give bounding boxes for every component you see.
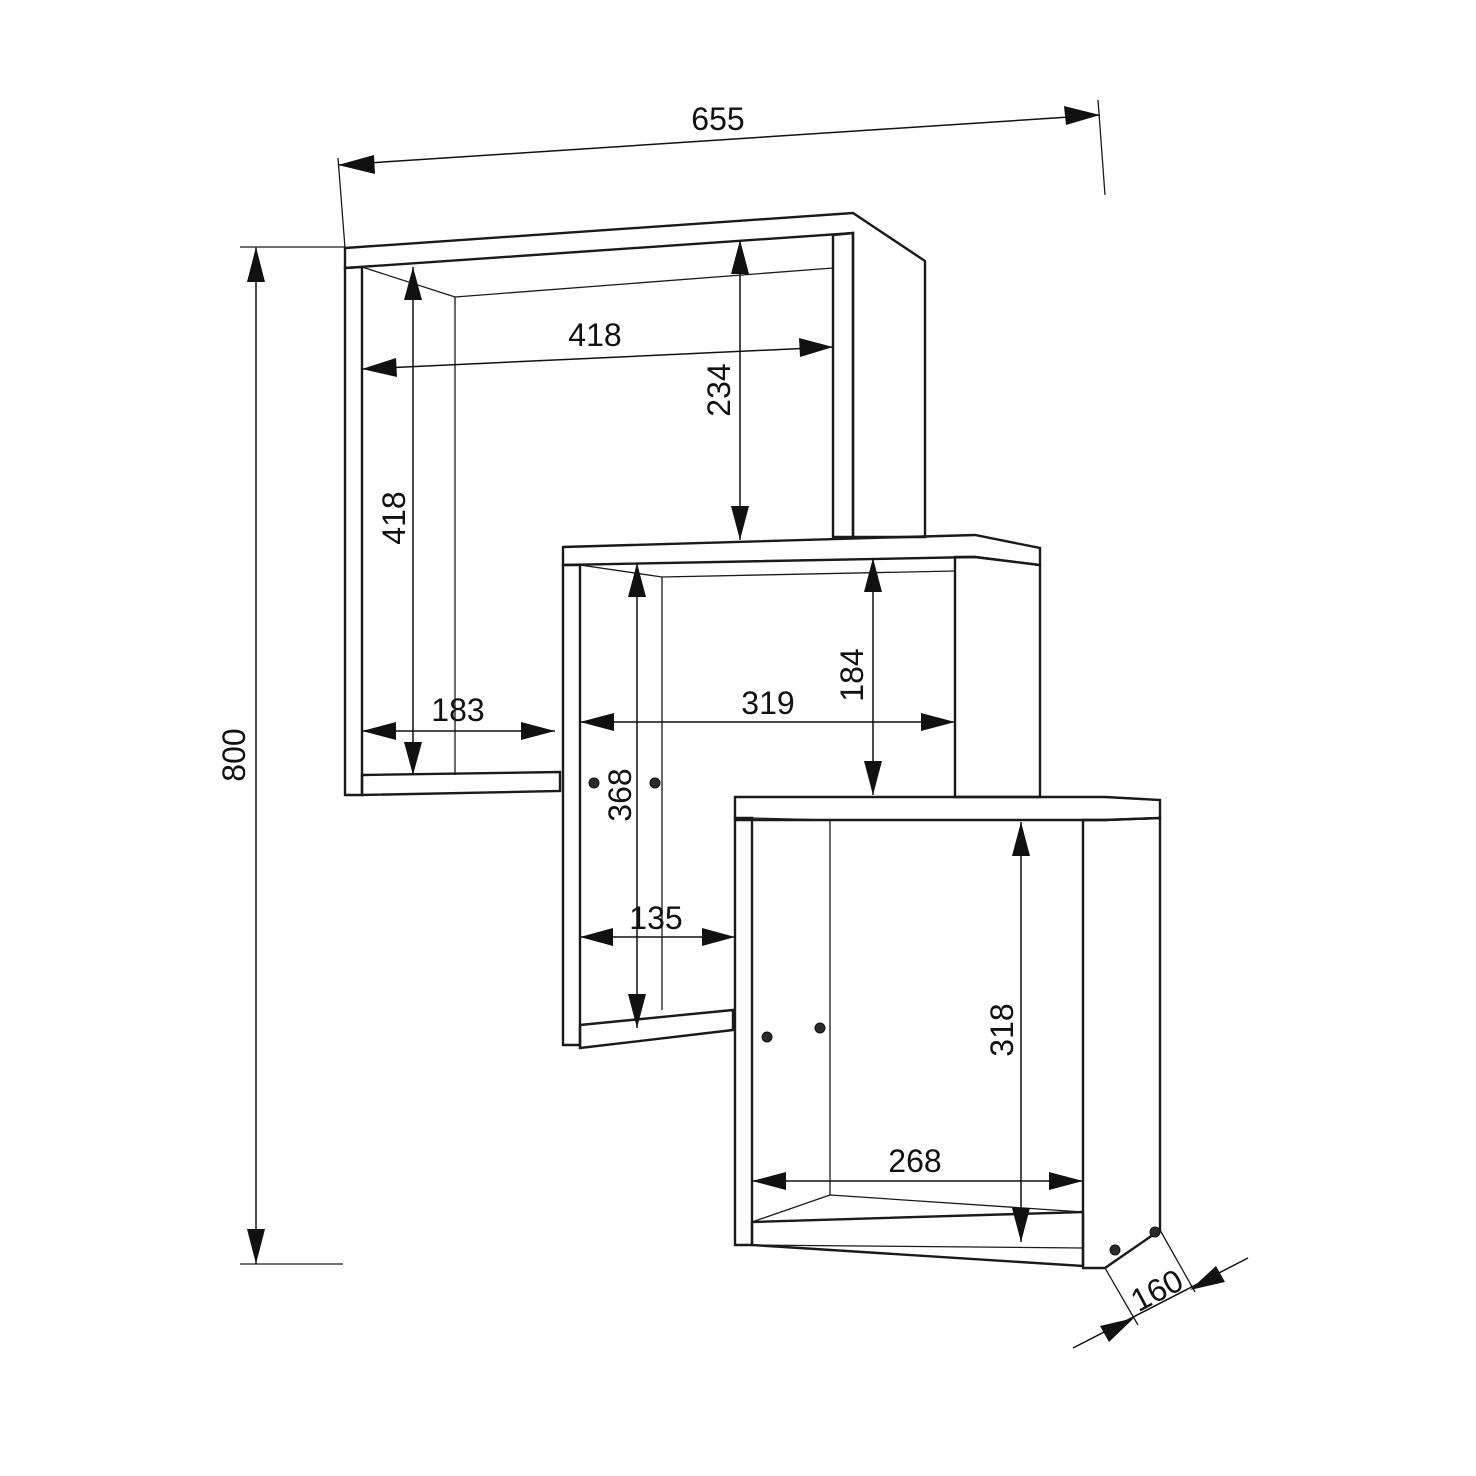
dim-top-inner-height: 418 xyxy=(376,267,422,775)
label-middle-inner-height: 368 xyxy=(602,768,638,821)
label-top-inner-width: 418 xyxy=(568,317,621,353)
label-middle-compartment: 135 xyxy=(629,900,682,936)
label-middle-gap: 184 xyxy=(834,648,870,701)
dim-top-inner-width: 418 xyxy=(361,317,834,377)
label-top-gap: 234 xyxy=(701,363,737,416)
label-depth: 160 xyxy=(1125,1262,1189,1319)
dim-middle-gap: 184 xyxy=(834,558,882,795)
dim-middle-inner-width: 319 xyxy=(580,685,955,731)
label-total-width: 655 xyxy=(691,101,744,137)
dim-middle-inner-height: 368 xyxy=(602,563,646,1028)
bottom-cube xyxy=(733,795,1162,1270)
dim-total-width: 655 xyxy=(337,99,1106,249)
label-top-compartment: 183 xyxy=(431,692,484,728)
dim-bottom-inner-width: 268 xyxy=(752,1143,1083,1190)
dim-top-compartment: 183 xyxy=(362,692,555,740)
dim-total-height: 800 xyxy=(216,246,345,1265)
middle-cube xyxy=(561,533,1042,1050)
label-middle-inner-width: 319 xyxy=(741,685,794,721)
label-total-height: 800 xyxy=(216,728,252,781)
dim-top-gap: 234 xyxy=(701,240,749,540)
dim-middle-compartment: 135 xyxy=(580,900,735,946)
label-top-inner-height: 418 xyxy=(376,491,412,544)
label-bottom-inner-height: 318 xyxy=(984,1003,1020,1056)
label-bottom-inner-width: 268 xyxy=(888,1143,941,1179)
dim-depth: 160 xyxy=(1072,1229,1249,1349)
dim-bottom-inner-height: 318 xyxy=(984,822,1030,1242)
